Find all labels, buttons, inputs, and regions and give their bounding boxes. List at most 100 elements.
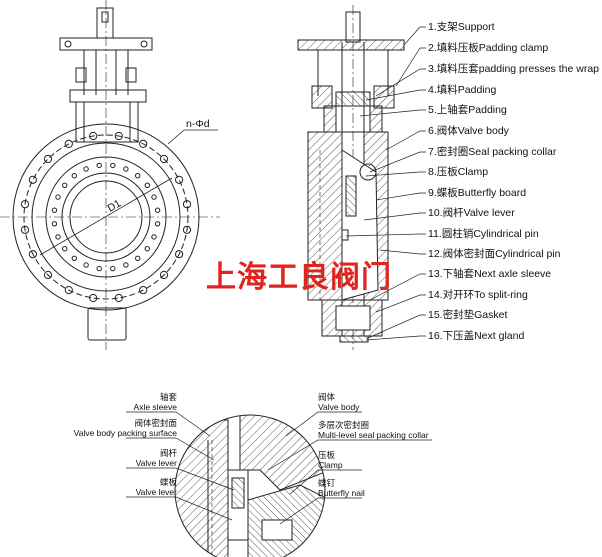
- detail-label-cn: 阀体密封面: [134, 418, 177, 428]
- part-label: 4.填料Padding: [428, 83, 496, 96]
- part-leader-line: [375, 68, 426, 97]
- outer-flange: [12, 123, 200, 311]
- detail-label-cn: 蝶钉: [318, 478, 336, 488]
- part-label: 15.密封垫Gasket: [428, 308, 507, 321]
- part-leader-line: [379, 249, 426, 255]
- support-bottom-plate: [69, 89, 147, 103]
- inner-bolt-hole: [144, 182, 151, 189]
- part-label: 2.填料压板Padding clamp: [428, 41, 548, 54]
- detail-label-en: Valve body packing surface: [74, 428, 178, 438]
- inner-bolt-hole: [51, 221, 58, 227]
- part-leader-line: [375, 294, 426, 313]
- flange-bolt-hole: [182, 225, 192, 234]
- detail-leaders: [126, 411, 432, 525]
- part-label: 13.下轴套Next axle sleeve: [428, 267, 551, 280]
- part-label: 8.压板Clamp: [428, 165, 488, 178]
- detail-labels-right: 阀体 Valve body 多层次密封圈 Multi-level seal pa…: [318, 392, 429, 498]
- parts-list: 1.支架Support 2.填料压板Padding clamp 3.填料压套pa…: [428, 21, 599, 342]
- inner-bolt-hole: [71, 255, 78, 261]
- flange-bolt-hole: [114, 131, 123, 141]
- flange-bolt-hole: [159, 270, 169, 280]
- inner-bolt-hole: [144, 246, 151, 252]
- inner-bolt-hole: [55, 194, 61, 200]
- inner-bolt-hole: [135, 173, 141, 179]
- detail-label-cn: 压板: [318, 450, 336, 460]
- part-leader-line: [359, 109, 426, 117]
- flange-bolt-hole: [64, 139, 73, 148]
- part-leader-line: [365, 171, 426, 177]
- flange-bolt-hole: [28, 250, 38, 259]
- part-label: 16.下压盖Next gland: [428, 329, 524, 342]
- flange-bolt-hole: [43, 154, 53, 164]
- detail-view: [174, 414, 326, 557]
- flange-bolt-hole: [159, 154, 169, 164]
- inner-bolt-hole: [96, 265, 102, 272]
- inner-bolt-hole: [61, 182, 68, 189]
- part-leader-line: [365, 89, 426, 101]
- support-plate: [297, 39, 405, 51]
- part-leader-line: [365, 335, 426, 341]
- flange-bolt-hole: [139, 139, 148, 148]
- inner-bolt-hole: [135, 255, 141, 261]
- flange-bolt-hole: [175, 250, 184, 259]
- flange-bolt-hole: [20, 200, 30, 209]
- flange-bolt-hole: [43, 270, 53, 280]
- inner-bolt-hole: [154, 221, 161, 227]
- flange-bolt-hole: [89, 293, 98, 303]
- part-label: 1.支架Support: [428, 21, 495, 33]
- flange-bolt-hole: [64, 286, 73, 295]
- inner-bolt-hole: [83, 166, 89, 172]
- part-leader-line: [403, 26, 426, 46]
- detail-label-en: Valve lever: [136, 458, 178, 468]
- side-section-view: [297, 5, 405, 350]
- inner-bolt-hole: [151, 234, 157, 240]
- detail-label-en: Valve lever: [136, 487, 178, 497]
- detail-label-cn: 阀杆: [160, 448, 178, 458]
- detail-label-en: Valve body: [318, 402, 360, 412]
- part-leader-line: [345, 233, 426, 237]
- detail-label-cn: 多层次密封圈: [318, 420, 369, 430]
- part-leader-line: [367, 314, 426, 339]
- detail-label-cn: 阀体: [318, 392, 336, 402]
- body-neck: [75, 101, 139, 143]
- body-left-half: [307, 131, 343, 301]
- inner-bolt-hole: [110, 162, 116, 169]
- part-leader-line: [369, 273, 426, 301]
- flange-bolt-hole: [139, 286, 148, 295]
- detail-label-en: Butterfly nail: [318, 488, 365, 498]
- part-leader-line: [395, 47, 426, 87]
- bottom-boss: [87, 307, 127, 341]
- detail-label-cn: 轴套: [160, 392, 178, 402]
- flange-bolt-hole: [20, 225, 30, 234]
- inner-bolt-hole: [123, 262, 129, 268]
- part-leader-line: [363, 212, 426, 221]
- part-label: 11.圆柱销Cylindrical pin: [428, 227, 539, 240]
- inner-bolt-hole: [71, 173, 78, 179]
- part-label: 14.对开环To split-ring: [428, 288, 528, 301]
- inner-bolt-hole: [151, 194, 157, 200]
- inner-bolt-hole: [110, 265, 116, 272]
- inner-bolt-hole: [123, 166, 129, 172]
- part-label: 7.密封圈Seal packing collar: [428, 145, 557, 158]
- inner-bolt-hole: [83, 262, 89, 268]
- part-leader-line: [385, 130, 426, 151]
- part-label: 3.填料压套padding presses the wrap: [428, 62, 599, 75]
- part-label: 5.上轴套Padding: [428, 103, 507, 116]
- part-label: 6.阀体Valve body: [428, 124, 510, 137]
- part-label: 10.阀杆Valve lever: [428, 206, 515, 219]
- part-leader-line: [369, 151, 426, 173]
- detail-labels-left: 轴套 Axle sleeve 阀体密封面 Valve body packing …: [74, 392, 178, 497]
- diameter-label: D1: [106, 197, 124, 214]
- flange-bolt-hole: [182, 200, 192, 209]
- flange-bolt-hole: [89, 131, 98, 141]
- part-label: 12.阀体密封面Cylindrical pin: [428, 247, 561, 260]
- watermark-logo: 上海工良阀门: [206, 260, 392, 294]
- flange-bolt-hole: [28, 175, 38, 184]
- part-leaders: [345, 26, 426, 341]
- part-leader-line: [375, 192, 426, 201]
- flange-bolt-hole: [175, 175, 184, 184]
- inner-bolt-hole: [96, 162, 102, 169]
- part-label: 9.蝶板Butterfly board: [428, 186, 526, 199]
- detail-label-en: Axle sleeve: [134, 402, 178, 412]
